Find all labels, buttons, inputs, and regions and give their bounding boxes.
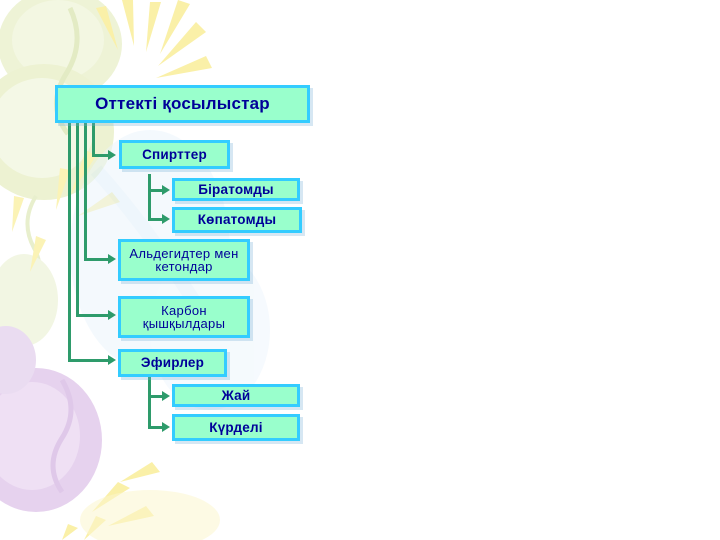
node-root[interactable]: Оттекті қосылыстар — [55, 85, 310, 123]
arrowhead-aldehydes — [108, 254, 116, 264]
connector-branch-simple — [148, 395, 166, 398]
connector-trunk-alcohols — [92, 120, 95, 156]
node-aldehydes-ketones[interactable]: Альдегидтер мен кетондар — [118, 239, 250, 281]
connector-branch-ethers — [68, 359, 112, 362]
connector-branch-aldehydes — [84, 258, 112, 261]
connector-trunk-carboxylic — [76, 120, 79, 316]
connector-branch-monoatomic — [148, 189, 166, 192]
connector-branch-carboxylic — [76, 314, 112, 317]
arrowhead-ethers — [108, 355, 116, 365]
node-simple-ethers-label: Жай — [221, 387, 251, 403]
node-monoatomic[interactable]: Біратомды — [172, 178, 300, 201]
node-alcohols-label: Спирттер — [142, 146, 207, 162]
connector-trunk-ethers — [68, 120, 71, 361]
node-simple-ethers[interactable]: Жай — [172, 384, 300, 407]
node-polyatomic-label: Көпатомды — [197, 212, 277, 228]
node-complex-ethers-label: Күрделі — [209, 419, 263, 435]
connector-trunk-aldehydes — [84, 120, 87, 260]
node-ethers[interactable]: Эфирлер — [118, 349, 227, 377]
node-alcohols[interactable]: Спирттер — [119, 140, 230, 169]
connector-branch-complex — [148, 426, 166, 429]
arrowhead-carboxylic — [108, 310, 116, 320]
starburst-rays-top — [96, 0, 212, 78]
connector-trunk-ether-children — [148, 375, 151, 429]
node-polyatomic[interactable]: Көпатомды — [172, 207, 302, 233]
connector-trunk-alcohol-children — [148, 174, 151, 221]
connector-branch-polyatomic — [148, 218, 166, 221]
node-ethers-label: Эфирлер — [140, 355, 205, 371]
node-carboxylic-acids-label: Карбон қышқылдары — [142, 302, 226, 331]
node-carboxylic-acids[interactable]: Карбон қышқылдары — [118, 296, 250, 338]
node-aldehydes-ketones-label: Альдегидтер мен кетондар — [129, 245, 239, 274]
connector-branch-alcohols — [92, 154, 112, 157]
arrowhead-monoatomic — [162, 185, 170, 195]
node-complex-ethers[interactable]: Күрделі — [172, 414, 300, 441]
arrowhead-complex — [162, 422, 170, 432]
balloon-lavender-group — [0, 326, 102, 512]
node-monoatomic-label: Біратомды — [198, 181, 274, 197]
glow-lower — [80, 490, 220, 540]
arrowhead-simple — [162, 391, 170, 401]
arrowhead-alcohols — [108, 150, 116, 160]
node-root-label: Оттекті қосылыстар — [95, 94, 270, 114]
arrowhead-polyatomic — [162, 214, 170, 224]
